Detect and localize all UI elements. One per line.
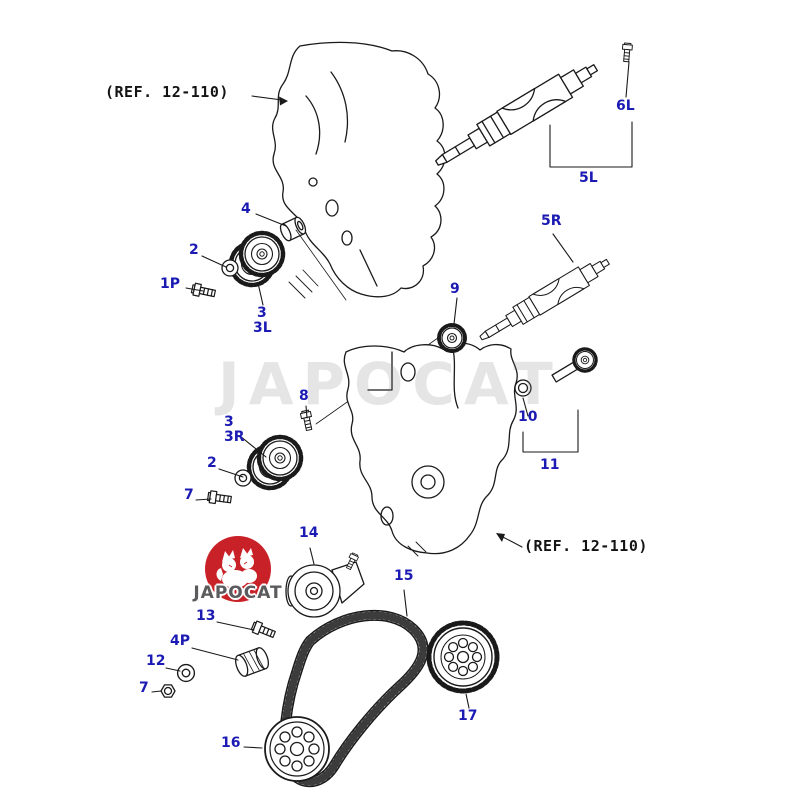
- sprocket-3l-drawing: [231, 233, 283, 285]
- leader-lines: [151, 61, 633, 749]
- engine-case-top-drawing: [271, 41, 446, 299]
- sprocket-3r-drawing: [249, 437, 301, 488]
- washer-2-upper-drawing: [221, 259, 239, 277]
- balance-shaft-5l-drawing: [429, 55, 604, 176]
- washer-2-lower-drawing: [234, 469, 252, 487]
- gear-shaft-11-drawing: [551, 347, 598, 383]
- japocat-logo: [205, 536, 271, 602]
- balance-shaft-5r-drawing: [474, 251, 614, 348]
- engine-case-bottom-drawing: [343, 342, 518, 557]
- spacer-4p-drawing: [234, 647, 270, 677]
- gear-9-drawing: [437, 323, 467, 353]
- nut-7-drawing: [160, 684, 176, 698]
- bushing-10-drawing: [514, 379, 532, 397]
- spacer-4-drawing: [279, 216, 307, 242]
- bolt-6l-drawing: [620, 42, 634, 63]
- pulley-16-drawing: [264, 716, 330, 782]
- timing-belt-15-drawing: [279, 609, 429, 788]
- logo-text: JAPOCAT: [193, 583, 283, 603]
- tensioner-14-drawing: [285, 551, 365, 618]
- cats-icon: [216, 548, 257, 588]
- japocat-logo-circle: [205, 536, 271, 602]
- washer-12-drawing: [176, 663, 196, 683]
- bolt-7-upper-drawing: [206, 489, 233, 507]
- sprocket-17-drawing: [426, 620, 500, 694]
